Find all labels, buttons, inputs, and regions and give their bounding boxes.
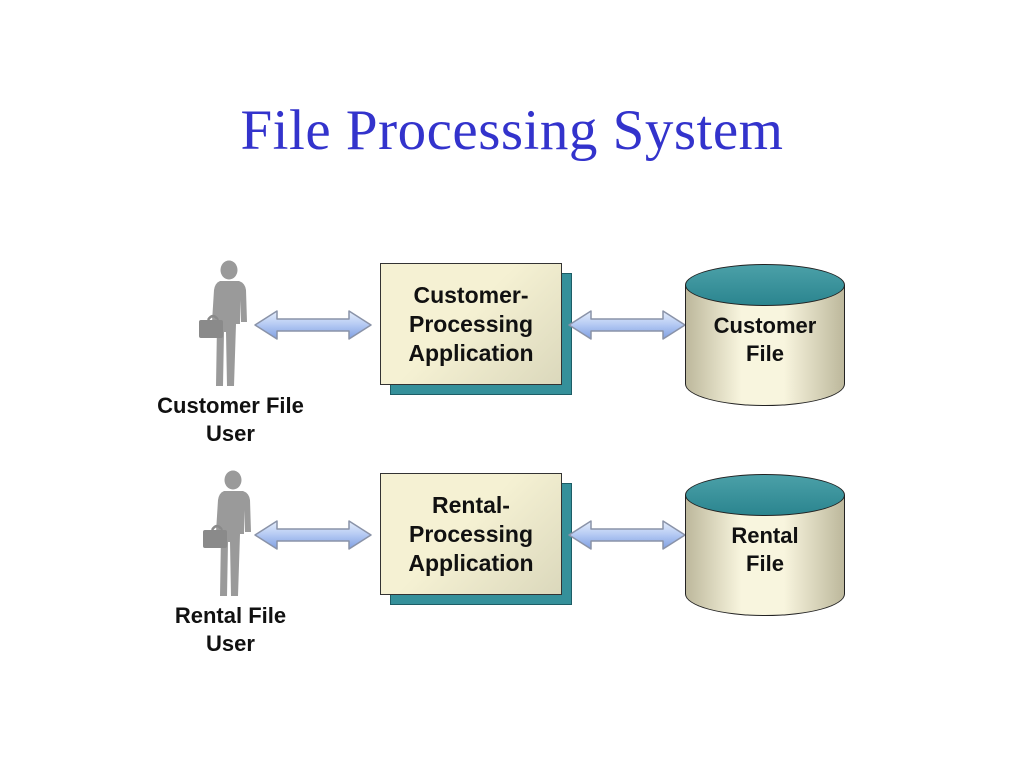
file-cylinder: Customer File xyxy=(685,264,845,406)
application-box: Customer- Processing Application xyxy=(380,263,572,395)
user-label-line1: Customer File xyxy=(157,393,304,418)
user-label: Rental File User xyxy=(118,602,343,658)
file-cylinder: Rental File xyxy=(685,474,845,616)
double-headed-arrow-icon xyxy=(252,518,374,552)
user-label-line2: User xyxy=(206,631,255,656)
cylinder-top xyxy=(685,264,845,306)
app-label-line3: Application xyxy=(408,549,534,576)
file-label-line1: Customer xyxy=(713,313,817,338)
double-headed-arrow-icon xyxy=(566,518,688,552)
user-label: Customer File User xyxy=(118,392,343,448)
app-label-line3: Application xyxy=(408,339,534,366)
double-headed-arrow-icon xyxy=(566,308,688,342)
file-label-line2: File xyxy=(746,551,784,576)
person-silhouette-icon xyxy=(192,470,270,602)
application-box: Rental- Processing Application xyxy=(380,473,572,605)
app-label-line2: Processing xyxy=(409,310,533,337)
file-label: Customer File xyxy=(685,312,845,368)
app-label-line1: Customer- xyxy=(413,281,529,308)
user-label-line1: Rental File xyxy=(174,603,287,628)
app-label-line1: Rental- xyxy=(432,491,510,518)
user-label-line2: User xyxy=(206,421,255,446)
cylinder-top xyxy=(685,474,845,516)
application-box-face: Rental- Processing Application xyxy=(380,473,562,595)
file-label-line2: File xyxy=(746,341,784,366)
file-label-line1: Rental xyxy=(731,523,799,548)
application-box-face: Customer- Processing Application xyxy=(380,263,562,385)
double-headed-arrow-icon xyxy=(252,308,374,342)
file-label: Rental File xyxy=(685,522,845,578)
slide-title: File Processing System xyxy=(240,99,784,162)
app-label-line2: Processing xyxy=(409,520,533,547)
person-silhouette-icon xyxy=(188,260,266,392)
